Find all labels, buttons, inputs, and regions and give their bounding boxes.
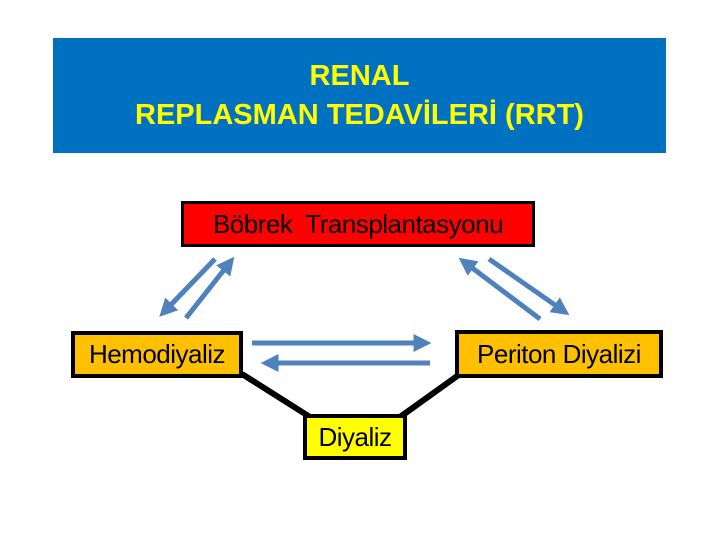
node-dialysis: Diyaliz [303,414,407,460]
node-peritoneal-label: Periton Diyalizi [477,338,641,369]
title-banner: RENAL REPLASMAN TEDAVİLERİ (RRT) [53,38,666,153]
node-transplant: Böbrek Transplantasyonu [181,201,535,247]
connector-peritoneal-to-dialysis [398,371,462,420]
node-hemodialysis: Hemodiyaliz [71,331,243,378]
node-hemodialysis-label: Hemodiyaliz [88,339,226,369]
node-transplant-label: Böbrek Transplantasyonu [212,208,504,239]
connector-hemodialysis-to-dialysis [240,371,312,420]
arrow-peritoneal-to-transplant [458,257,542,321]
title-line-2: REPLASMAN TEDAVİLERİ (RRT) [135,98,584,131]
arrow-transplant-to-peritoneal [487,256,570,316]
arrow-transplant-to-hemodialysis [159,257,217,317]
arrow-hemodialysis-to-transplant [184,256,235,320]
node-dialysis-label: Diyaliz [318,421,392,452]
title-line-1: RENAL [309,59,410,92]
node-peritoneal: Periton Diyalizi [455,330,663,378]
